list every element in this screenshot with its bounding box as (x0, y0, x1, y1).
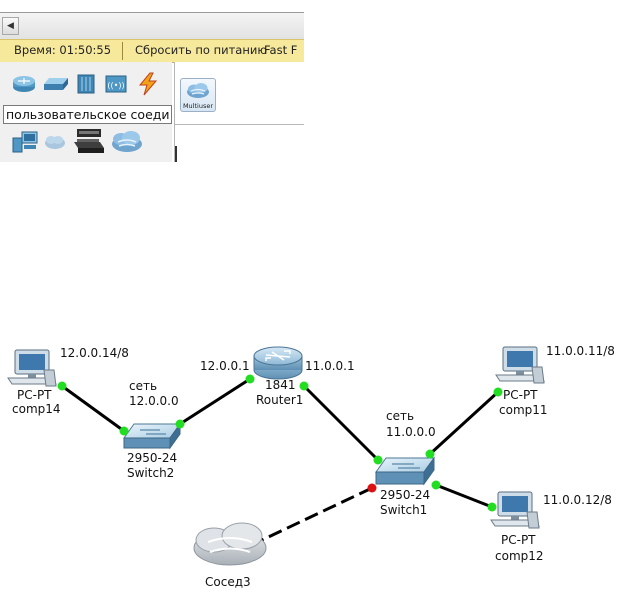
status-separator (122, 42, 123, 60)
multiuser-device-button[interactable]: Multiuser (180, 78, 216, 112)
fast-forward-button[interactable]: Fast F (264, 43, 298, 57)
cable-switch1-cloud[interactable] (261, 486, 373, 542)
comp12-ip-label: 11.0.0.12/8 (543, 493, 612, 507)
cable-switch2-router1[interactable] (179, 377, 251, 426)
cable-comp14-switch2[interactable] (61, 384, 125, 433)
network-topology: 12.0.0.14/8 PC-PT comp14 сеть 12.0.0.0 2… (0, 330, 624, 595)
link-up-indicator (373, 455, 383, 465)
link-up-indicator (431, 480, 441, 490)
horizontal-scrollbar[interactable]: ◀ (0, 12, 304, 40)
pc-comp11[interactable] (495, 346, 545, 384)
svg-text:((•)): ((•)) (107, 81, 124, 90)
link-up-indicator (119, 426, 129, 436)
link-up-indicator (245, 374, 255, 384)
router1-ip-left: 12.0.0.1 (200, 359, 250, 373)
switch-switch2[interactable] (123, 422, 181, 450)
router1-name-label: Router1 (256, 393, 304, 407)
net12-caption: сеть (129, 379, 158, 393)
router1-ip-right: 11.0.0.1 (305, 359, 355, 373)
packet-tracer-fragment: ◀ Время: 01:50:55 Сбросить по питанию Fa… (0, 0, 304, 162)
cloud-name-label: Сосед3 (205, 575, 251, 589)
net11-caption: сеть (386, 409, 415, 423)
cable-router1-switch1[interactable] (302, 384, 380, 462)
switch2-name-label: Switch2 (127, 466, 175, 480)
switch1-type-label: 2950-24 (380, 488, 431, 502)
comp11-type-label: PC-PT (503, 388, 538, 402)
panel-edge (175, 146, 177, 162)
power-cycle-button[interactable]: Сбросить по питанию (135, 43, 268, 57)
end-device-icon[interactable] (12, 130, 40, 154)
wireless-icon[interactable]: ((•)) (105, 74, 127, 94)
link-indicators (57, 374, 503, 512)
router1-model-label: 1841 (265, 378, 296, 392)
switch-icon[interactable] (43, 77, 69, 92)
panel-divider (175, 124, 304, 125)
custom-device-icon[interactable] (73, 128, 105, 156)
selected-device-type-label: пользовательское соеди (3, 105, 172, 124)
comp14-ip-label: 12.0.0.14/8 (60, 346, 129, 360)
comp12-name-label: comp12 (495, 549, 544, 563)
link-up-indicator (487, 502, 497, 512)
router-icon[interactable] (12, 75, 36, 93)
comp14-type-label: PC-PT (17, 388, 52, 402)
link-up-indicator (425, 449, 435, 459)
router-router1[interactable] (253, 346, 303, 380)
comp12-type-label: PC-PT (501, 533, 536, 547)
link-up-indicator (175, 419, 185, 429)
link-up-indicator (493, 387, 503, 397)
comp11-ip-label: 11.0.0.11/8 (546, 344, 615, 358)
device-list-panel: Multiuser (174, 62, 304, 162)
device-type-palette: ((•)) пользовател (0, 62, 172, 162)
multiuser-label: Multiuser (182, 102, 214, 110)
switch-switch1[interactable] (375, 456, 435, 486)
switch2-type-label: 2950-24 (127, 451, 178, 465)
time-display: Время: 01:50:55 (14, 43, 112, 57)
cable-switch1-comp12[interactable] (435, 483, 493, 509)
link-down-indicator (367, 483, 377, 493)
net11-address: 11.0.0.0 (386, 425, 436, 439)
cable-switch1-comp11[interactable] (428, 390, 500, 456)
realtime-status-bar: Время: 01:50:55 Сбросить по питанию Fast… (0, 39, 304, 63)
link-up-indicator (299, 381, 309, 391)
connection-icon[interactable] (136, 72, 160, 96)
pc-comp14[interactable] (7, 349, 57, 387)
pc-comp12[interactable] (490, 491, 540, 529)
wan-emulation-icon[interactable] (44, 134, 66, 150)
comp14-name-label: comp14 (12, 402, 61, 416)
cloud-icon[interactable] (193, 522, 267, 566)
multiuser-cloud-icon (187, 83, 209, 98)
switch1-name-label: Switch1 (380, 503, 428, 517)
scroll-left-arrow-icon[interactable]: ◀ (2, 17, 19, 35)
topology-canvas (7, 346, 545, 566)
hub-icon[interactable] (77, 74, 95, 94)
multiuser-cloud-icon[interactable] (110, 128, 144, 154)
net12-address: 12.0.0.0 (129, 394, 179, 408)
link-up-indicator (57, 381, 67, 391)
comp11-name-label: comp11 (499, 403, 548, 417)
cables (61, 377, 500, 542)
